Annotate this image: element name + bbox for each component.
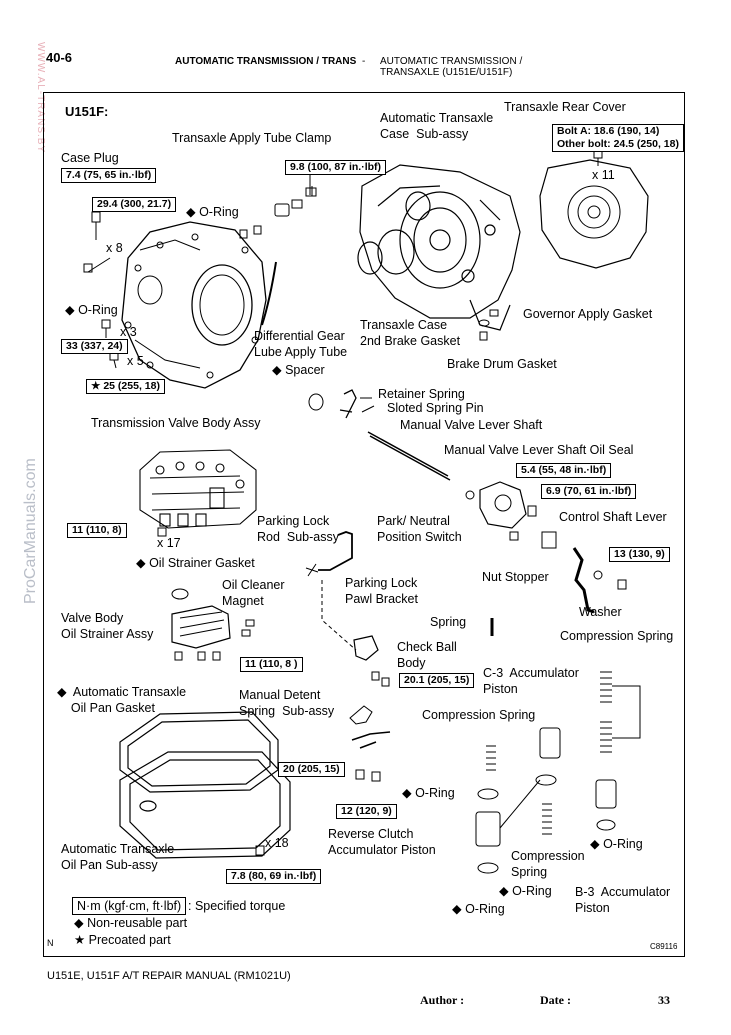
torque-switch-small: 5.4 (55, 48 in.·lbf): [516, 463, 612, 478]
label-sloted-spring-pin: Sloted Spring Pin: [387, 401, 484, 415]
label-o-ring-left: ◆ O-Ring: [65, 303, 118, 317]
torque-detent-2: 12 (120, 9): [336, 804, 397, 819]
torque-valve-body: 11 (110, 8): [67, 523, 127, 538]
torque-rear-cover-a: Bolt A: 18.6 (190, 14): [557, 125, 660, 137]
torque-plug-bolt: 29.4 (300, 21.7): [92, 197, 177, 212]
label-oil-seal: Manual Valve Lever Shaft Oil Seal: [444, 443, 634, 457]
torque-clamp-bolt: 9.8 (100, 87 in.·lbf): [285, 160, 387, 175]
label-compression-spring-low: Compression Spring: [511, 849, 585, 879]
label-park-neutral-switch: Park/ Neutral Position Switch: [377, 514, 462, 544]
transaxle-case-drawing: [357, 164, 521, 331]
label-x8: x 8: [106, 241, 123, 255]
model-label: U151F:: [65, 104, 109, 119]
torque-rear-cover: Bolt A: 18.6 (190, 14) Other bolt: 24.5 …: [552, 124, 684, 152]
label-nut-stopper: Nut Stopper: [482, 570, 549, 584]
label-x3: x 3: [120, 325, 137, 339]
label-transmission-valve-body: Transmission Valve Body Assy: [91, 416, 261, 430]
header-subsection-line2: TRANSAXLE (U151E/U151F): [380, 67, 513, 78]
label-apply-tube-clamp: Transaxle Apply Tube Clamp: [172, 131, 332, 145]
label-differential-gear-lube: Differential Gear Lube Apply Tube: [254, 329, 348, 359]
label-oil-strainer-gasket: ◆ Oil Strainer Gasket: [136, 556, 255, 570]
label-o-ring-low2: ◆ O-Ring: [452, 902, 505, 916]
label-washer: Washer: [579, 605, 622, 619]
label-automatic-transaxle-case: Automatic Transaxle Case Sub-assy: [380, 111, 494, 141]
label-o-ring-top: ◆ O-Ring: [186, 205, 239, 219]
footer-page: 33: [658, 993, 670, 1007]
label-governor-apply-gasket: Governor Apply Gasket: [523, 307, 653, 321]
label-case-plug: Case Plug: [61, 151, 119, 165]
left-bolts-drawing: [83, 211, 262, 389]
header-separator: -: [362, 56, 366, 67]
label-manual-detent-spring: Manual Detent Spring Sub-assy: [239, 688, 335, 718]
label-retainer-spring: Retainer Spring: [378, 387, 465, 401]
valve-body-drawing: [139, 449, 257, 529]
legend-torque-text: : Specified torque: [188, 899, 286, 913]
north-marker: N: [47, 938, 54, 948]
torque-detent: 20 (205, 15): [278, 762, 345, 777]
torque-strainer: 11 (110, 8 ): [240, 657, 303, 672]
legend-precoated: ★ Precoated part: [74, 933, 171, 947]
label-manual-valve-lever-shaft: Manual Valve Lever Shaft: [400, 418, 543, 432]
torque-rear-cover-other: Other bolt: 24.5 (250, 18): [557, 138, 679, 150]
label-2nd-brake-gasket: Transaxle Case 2nd Brake Gasket: [360, 318, 461, 348]
label-oil-pan-sub-assy: Automatic Transaxle Oil Pan Sub-assy: [61, 842, 175, 872]
label-parking-lock-rod: Parking Lock Rod Sub-assy: [257, 514, 339, 544]
label-parking-lock-pawl-bracket: Parking Lock Pawl Bracket: [345, 576, 418, 606]
label-compression-spring-right: Compression Spring: [560, 629, 674, 643]
torque-bolt-33: 33 (337, 24): [61, 339, 128, 354]
label-spacer: ◆ Spacer: [272, 363, 325, 377]
apply-tube-clamp-drawing: [261, 170, 317, 326]
label-transaxle-rear-cover: Transaxle Rear Cover: [504, 100, 626, 114]
torque-switch-nut: 6.9 (70, 61 in.·lbf): [541, 484, 637, 499]
torque-bolt-25: ★ 25 (255, 18): [86, 379, 165, 394]
label-x5: x 5: [127, 354, 144, 368]
torque-nut-13: 13 (130, 9): [609, 547, 670, 562]
label-oil-pan-gasket: ◆ Automatic Transaxle Oil Pan Gasket: [57, 685, 187, 715]
label-compression-spring-mid: Compression Spring: [422, 708, 536, 722]
label-brake-drum-gasket: Brake Drum Gasket: [447, 357, 557, 371]
label-o-ring-low1: ◆ O-Ring: [499, 884, 552, 898]
label-check-ball-body: Check Ball Body: [397, 640, 457, 670]
label-b3-accumulator-piston: B-3 Accumulator Piston: [575, 885, 671, 915]
footer-manual: U151E, U151F A/T REPAIR MANUAL (RM1021U): [47, 970, 291, 982]
figure-code: C89116: [650, 942, 678, 951]
footer-author: Author :: [420, 993, 465, 1007]
label-x18: x 18: [265, 836, 289, 850]
label-valve-body-oil-strainer: Valve Body Oil Strainer Assy: [61, 611, 154, 641]
legend-torque-box: N·m (kgf·cm, ft·lbf): [72, 897, 187, 915]
label-x11: x 11: [592, 168, 615, 182]
legend-non-reusable: ◆ Non-reusable part: [74, 916, 188, 930]
transaxle-housing-drawing: [121, 221, 267, 389]
label-o-ring-right: ◆ O-Ring: [590, 837, 643, 851]
label-x17: x 17: [157, 536, 181, 550]
label-control-shaft-lever: Control Shaft Lever: [559, 510, 667, 524]
label-o-ring-mid: ◆ O-Ring: [402, 786, 455, 800]
diagram-frame: [43, 92, 685, 957]
label-spring: Spring: [430, 615, 467, 629]
torque-bracket: 20.1 (205, 15): [399, 673, 475, 688]
label-oil-cleaner-magnet: Oil Cleaner Magnet: [222, 578, 285, 608]
label-reverse-clutch-piston: Reverse Clutch Accumulator Piston: [328, 827, 436, 857]
footer-date: Date :: [540, 993, 571, 1007]
header-subsection-line1: AUTOMATIC TRANSMISSION /: [380, 56, 523, 67]
label-c3-accumulator-piston: C-3 Accumulator Piston: [483, 666, 579, 696]
torque-case-plug: 7.4 (75, 65 in.·lbf): [61, 168, 157, 183]
torque-pan: 7.8 (80, 69 in.·lbf): [226, 869, 322, 884]
header-section: AUTOMATIC TRANSMISSION / TRANS: [175, 56, 357, 67]
page-number: 40-6: [46, 50, 73, 65]
